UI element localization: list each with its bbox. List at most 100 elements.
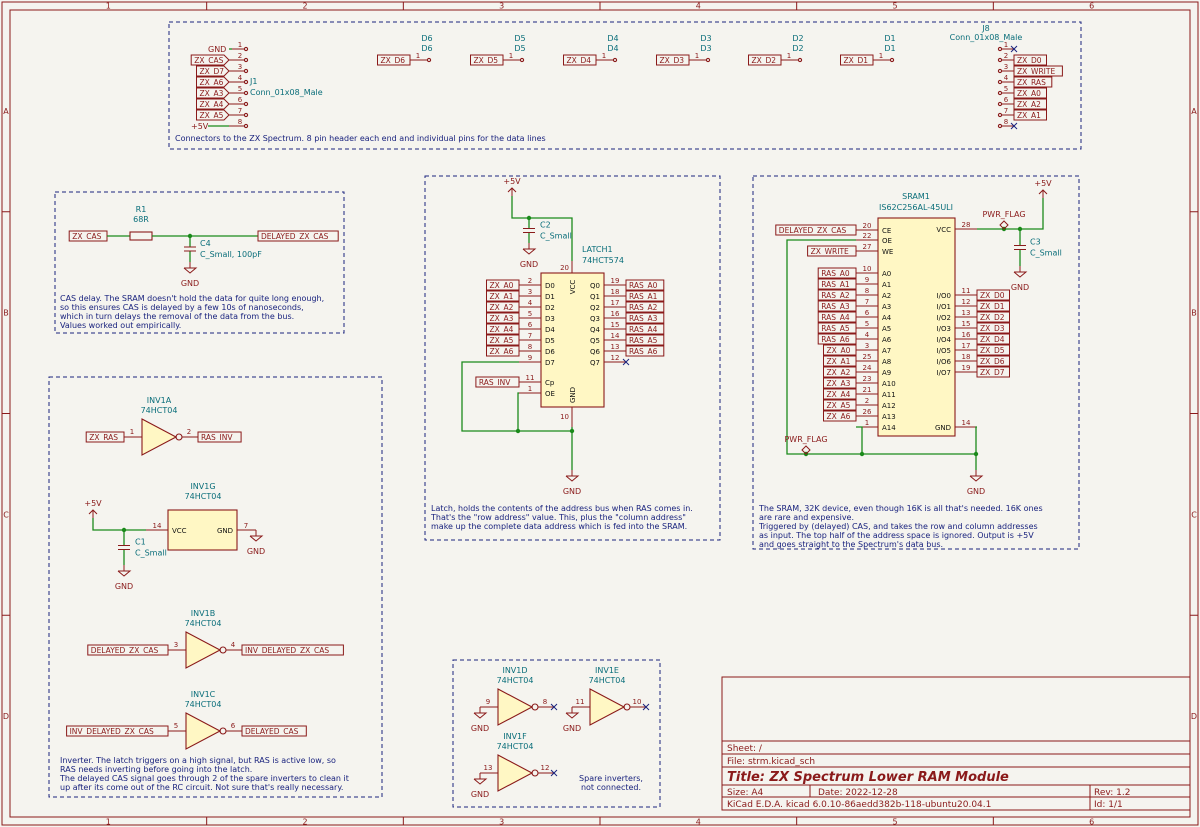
- latch-output-label-text: RAS_A3: [629, 314, 658, 323]
- cap-value: C_Small: [540, 232, 572, 241]
- sram-body: [877, 217, 956, 437]
- spare-inverters-note: not connected.: [581, 783, 641, 792]
- j8-net-label: [1013, 87, 1047, 99]
- data-pin-number: 1: [509, 52, 513, 60]
- sram-io-pin-number: 13: [962, 309, 971, 317]
- no-connect-mark: [622, 358, 630, 366]
- sram-io-pin-name: I/O5: [937, 347, 951, 355]
- latch-output-pin-number: 12: [611, 354, 620, 362]
- data-pin-number: 1: [695, 52, 699, 60]
- data-pin-end: [705, 57, 711, 63]
- j1-value: Conn_01x08_Male: [250, 88, 323, 97]
- latch-output-pin-number: 18: [611, 288, 620, 296]
- r1-body: [129, 231, 153, 241]
- sram-address-label: [823, 344, 857, 356]
- data-pin-net-label-text: ZX_D1: [844, 56, 869, 65]
- inv1a-input-label: [85, 431, 125, 443]
- wire: [975, 426, 977, 470]
- sram-address-pin-name: A4: [882, 314, 892, 322]
- gnd-symbol: [522, 248, 537, 255]
- sram-address-label-text: RAS_A4: [821, 313, 850, 322]
- frame-row-label: D: [3, 712, 9, 721]
- title-block-file: File: strm.kicad_sch: [727, 757, 815, 767]
- latch-input-pin-name: D7: [545, 359, 555, 367]
- sram-control-pin-number: 22: [863, 232, 872, 240]
- latch-output-pin-name: Q4: [590, 326, 601, 334]
- sram-io-label: [976, 333, 1010, 345]
- inv1d-body: [497, 688, 534, 726]
- title-block-rev: Rev: 1.2: [1094, 788, 1130, 798]
- latch-gnd-pin-name: GND: [569, 387, 577, 403]
- inv1f-ref: INV1F: [503, 732, 527, 741]
- rc-input-label: [68, 230, 108, 242]
- sram-io-pin-number: 11: [962, 287, 971, 295]
- latch-input-label-text: ZX_A6: [490, 347, 514, 356]
- j8-pin-number: 7: [1004, 107, 1008, 115]
- inv1g-ref: INV1G: [190, 482, 215, 491]
- data-pin-ref: D2: [792, 34, 803, 43]
- latch-input-pin-name: D3: [545, 315, 555, 323]
- gnd-label: GND: [471, 790, 489, 799]
- j1-pin-end: [243, 68, 249, 74]
- data-pin-number: 1: [602, 52, 606, 60]
- latch-gnd-pin-number: 10: [560, 413, 569, 421]
- latch-output-pin-name: Q7: [590, 359, 600, 367]
- r1-ref: R1: [136, 205, 147, 214]
- title-block-id: Id: 1/1: [1094, 800, 1123, 810]
- frame-column-label: 5: [892, 818, 897, 827]
- latch-output-label-text: RAS_A0: [629, 281, 658, 290]
- connectors-note: Connectors to the ZX Spectrum. 8 pin hea…: [175, 134, 546, 143]
- gnd-symbol: [565, 475, 580, 482]
- sram-box: [752, 175, 1080, 550]
- sram-value: IS62C256AL-45ULI: [879, 203, 953, 212]
- sram-io-pin-number: 16: [962, 331, 971, 339]
- data-pin-end: [889, 57, 895, 63]
- cas-delay-box: [54, 191, 345, 334]
- latch-output-pin-name: Q1: [590, 293, 600, 301]
- sram-address-label-text: ZX_A0: [827, 346, 851, 355]
- wire: [517, 392, 519, 431]
- data-pin-value: D2: [792, 44, 803, 53]
- data-pin-net-label-text: ZX_D4: [567, 56, 592, 65]
- frame-column-label: 6: [1089, 2, 1094, 11]
- sram-address-label-text: RAS_A3: [821, 302, 850, 311]
- j8-pin-number: 6: [1004, 96, 1009, 104]
- sram-address-pin-name: A5: [882, 325, 891, 333]
- gnd-symbol: [473, 712, 488, 719]
- latch-input-label: [486, 323, 520, 335]
- title-block-sheet: Sheet: /: [727, 744, 763, 754]
- title-block-title: Title: ZX Spectrum Lower RAM Module: [727, 770, 1009, 785]
- junction-dot: [569, 428, 575, 434]
- data-pin-ref: D4: [607, 34, 618, 43]
- latch-output-label-text: RAS_A4: [629, 325, 658, 334]
- data-pin-number: 1: [416, 52, 420, 60]
- sram-address-pin-number: 23: [863, 375, 872, 383]
- latch-output-pin-number: 16: [611, 310, 620, 318]
- data-pin-value: D5: [514, 44, 525, 53]
- data-pin-net-label: [840, 54, 874, 66]
- j8-pin-number: 1: [1004, 41, 1008, 49]
- latch-input-label-text: ZX_A5: [490, 336, 514, 345]
- data-pin-ref: D1: [884, 34, 895, 43]
- data-pin-net-label-text: ZX_D2: [752, 56, 777, 65]
- latch-note: make up the complete data address which …: [431, 522, 687, 531]
- cap-value: C_Small, 100pF: [200, 250, 262, 259]
- latch-output-label: [625, 323, 665, 335]
- j8-net-label: [1013, 65, 1063, 77]
- pwr-flag-symbol: [999, 220, 1009, 230]
- wire: [786, 239, 976, 455]
- inv1a-pin-in-number: 1: [130, 428, 134, 436]
- inv1b-value: 74HCT04: [185, 619, 222, 628]
- inv1c-value: 74HCT04: [185, 700, 222, 709]
- j1-net-label: [196, 76, 230, 88]
- j8-net-label-text: ZX_WRITE: [1017, 67, 1055, 76]
- j1-pin-end: [243, 101, 249, 107]
- inv1e-ref: INV1E: [595, 666, 619, 675]
- sram-control-pin-name: OE: [882, 237, 892, 245]
- latch-output-pin-number: 17: [611, 299, 620, 307]
- j8-net-label: [1013, 98, 1047, 110]
- inv1a-value: 74HCT04: [141, 406, 178, 415]
- sram-address-pin-number: 26: [863, 408, 872, 416]
- inv1a-pin-out-number: 2: [187, 428, 191, 436]
